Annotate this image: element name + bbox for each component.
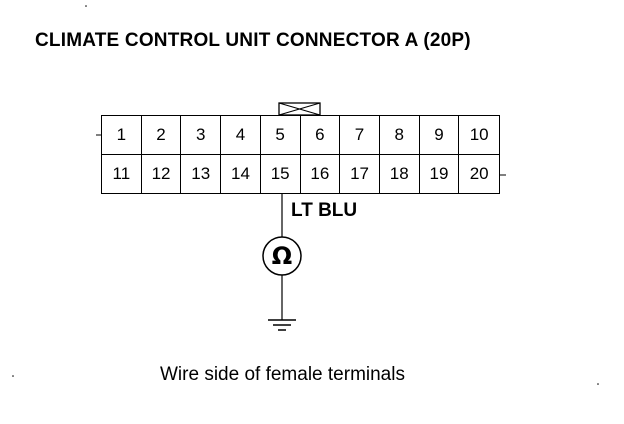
terminal-19: 19 bbox=[420, 154, 460, 193]
terminal-15: 15 bbox=[261, 154, 301, 193]
ohm-symbol: Ω bbox=[271, 242, 293, 270]
terminal-20: 20 bbox=[469, 163, 489, 183]
terminal-8: 8 bbox=[379, 116, 420, 155]
terminal-10: 10 bbox=[459, 116, 499, 155]
terminal-14: 14 bbox=[221, 154, 261, 193]
terminal-3: 3 bbox=[181, 116, 222, 155]
diagram-caption: Wire side of female terminals bbox=[160, 364, 405, 385]
terminal-5: 5 bbox=[260, 116, 301, 155]
terminal-17: 17 bbox=[340, 154, 380, 193]
wire-color-label: LT BLU bbox=[291, 200, 358, 221]
terminal-12: 12 bbox=[142, 154, 182, 193]
terminal-7: 7 bbox=[340, 116, 380, 155]
terminal-4: 4 bbox=[221, 116, 261, 155]
speck bbox=[597, 383, 599, 385]
terminal-13: 13 bbox=[181, 154, 222, 193]
ground-icon bbox=[268, 319, 296, 331]
terminal-2: 2 bbox=[141, 116, 182, 155]
terminal-16: 16 bbox=[301, 154, 341, 193]
diagram-title: CLIMATE CONTROL UNIT CONNECTOR A (20P) bbox=[35, 30, 471, 51]
lock-tab-icon bbox=[278, 102, 321, 116]
speck bbox=[12, 375, 14, 377]
terminal-11: 11 bbox=[102, 154, 142, 193]
terminal-9: 9 bbox=[419, 116, 460, 155]
terminal-6: 6 bbox=[300, 116, 341, 155]
speck bbox=[85, 5, 87, 7]
connector-face: 1 2 3 4 5 6 7 8 9 10 11 12 13 14 15 16 1… bbox=[101, 115, 500, 194]
terminal-1: 1 bbox=[102, 116, 142, 155]
terminal-18: 18 bbox=[380, 154, 420, 193]
